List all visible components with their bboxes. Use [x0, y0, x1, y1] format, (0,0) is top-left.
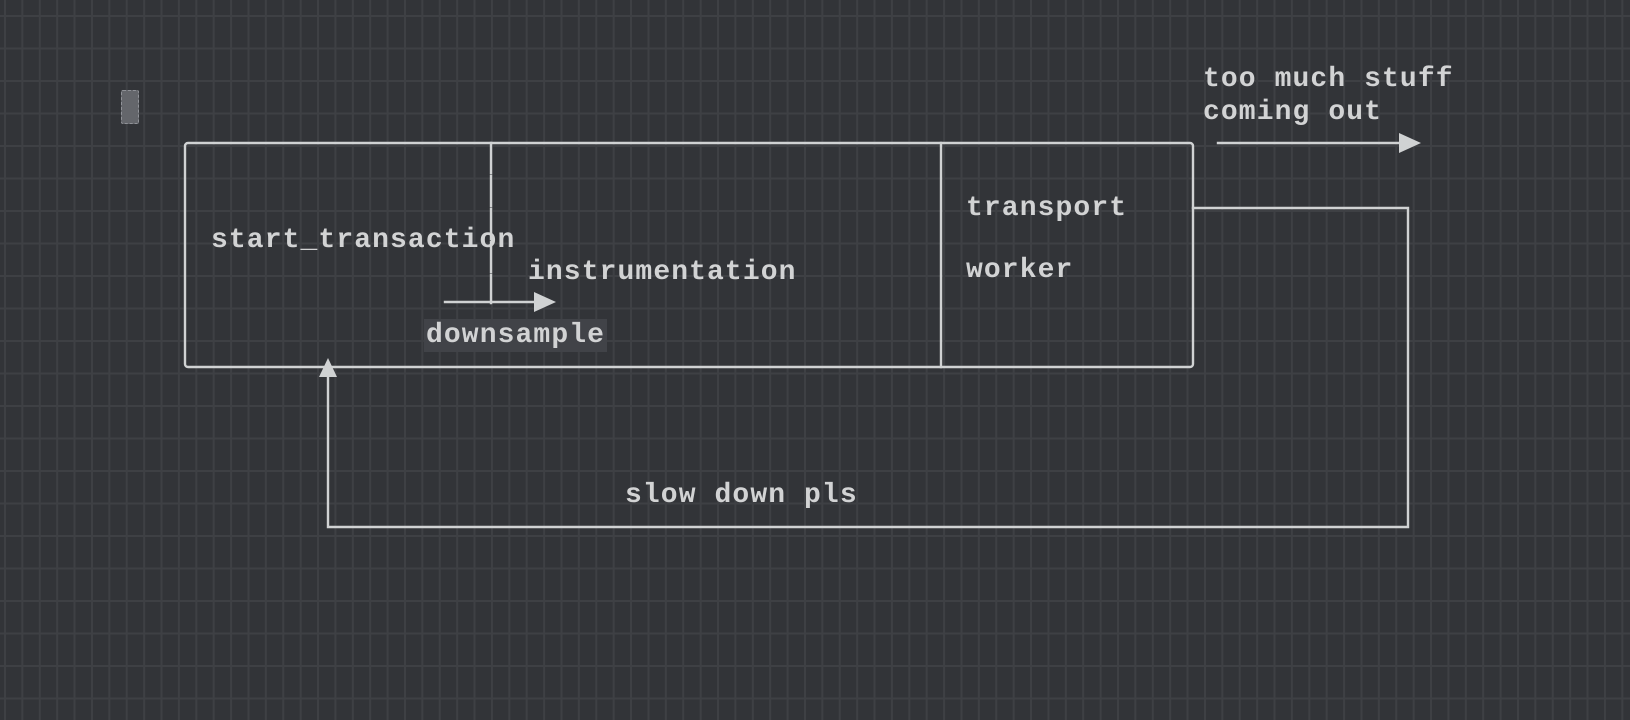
- feedback-loop-arrow[interactable]: [319, 206, 1410, 529]
- label-transport[interactable]: transport: [966, 193, 1128, 224]
- output-arrow[interactable]: [1216, 133, 1421, 153]
- output-note[interactable]: too much stuff coming out: [1203, 63, 1454, 129]
- pipeline-box[interactable]: [183, 141, 1195, 369]
- label-slow-down-pls[interactable]: slow down pls: [625, 480, 858, 511]
- label-start-transaction[interactable]: start_transaction: [211, 225, 516, 256]
- downsample-arrow[interactable]: [443, 292, 556, 312]
- feedback-loop-path[interactable]: [326, 206, 1410, 529]
- editor-cursor[interactable]: [121, 90, 139, 124]
- feedback-arrowhead-icon: [319, 358, 337, 377]
- label-worker[interactable]: worker: [966, 255, 1074, 286]
- output-arrowhead-icon: [1399, 133, 1421, 153]
- output-note-line1[interactable]: too much stuff: [1203, 64, 1454, 95]
- downsample-arrowhead-icon: [534, 292, 556, 312]
- label-downsample[interactable]: downsample: [424, 319, 608, 352]
- label-instrumentation[interactable]: instrumentation: [528, 257, 797, 288]
- output-note-line2[interactable]: coming out: [1203, 97, 1383, 128]
